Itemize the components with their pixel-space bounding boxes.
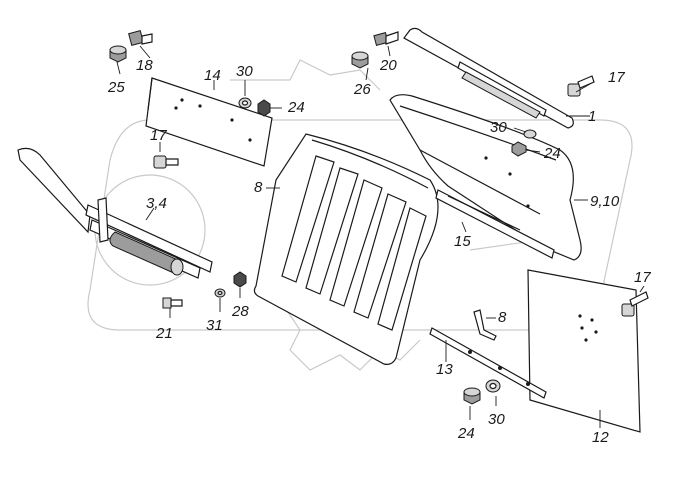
leader-lines — [116, 45, 645, 428]
callout-label: 8 — [254, 179, 263, 196]
callout-label: 26 — [353, 81, 371, 98]
bracket-3-4 — [17, 147, 213, 279]
callout-label: 9,10 — [590, 193, 620, 210]
washer-30-bottom — [485, 379, 501, 393]
washer-30-right — [523, 129, 537, 139]
bolt-20 — [373, 31, 399, 46]
lower-plate-12 — [527, 269, 641, 433]
strip-15 — [435, 189, 555, 259]
nut-24-top — [257, 99, 271, 117]
callout-label: 15 — [454, 233, 471, 250]
callout-label: 14 — [204, 67, 221, 84]
nut-28 — [233, 271, 247, 288]
bar-13 — [429, 327, 547, 399]
nut-24-right — [511, 141, 527, 157]
bolt-21 — [162, 297, 183, 309]
clip-8 — [473, 309, 497, 341]
callout-label: 24 — [457, 425, 475, 442]
nut-25 — [109, 45, 127, 63]
top-bracket-rail — [403, 27, 574, 129]
callout-label: 12 — [592, 429, 609, 446]
callout-labels: 1 3,4 8 8 9,10 12 13 14 15 17 17 17 18 2… — [107, 57, 651, 446]
callout-label: 13 — [436, 361, 453, 378]
callout-label: 18 — [136, 57, 153, 74]
fender-shell-9-10 — [389, 94, 582, 261]
bolt-17-top-right — [567, 75, 595, 97]
callout-label: 17 — [150, 127, 167, 144]
nut-24-bottom — [463, 387, 481, 405]
mounting-plate-14 — [145, 77, 273, 167]
bolt-18 — [128, 30, 153, 46]
bolt-17-left — [153, 155, 179, 169]
callout-label: 17 — [634, 269, 651, 286]
callout-label: 3,4 — [146, 195, 167, 212]
nut-26 — [351, 51, 369, 69]
callout-label: 21 — [155, 325, 173, 342]
bolt-17-bottom-right — [621, 291, 649, 317]
callout-label: 28 — [231, 303, 249, 320]
callout-label: 1 — [588, 108, 596, 125]
mud-flap-panel-8 — [253, 133, 439, 365]
washer-30-top — [238, 97, 252, 109]
callout-label: 25 — [107, 79, 125, 96]
callout-label: 17 — [608, 69, 625, 86]
callout-label: 24 — [543, 145, 561, 162]
washer-31 — [214, 288, 226, 298]
callout-label: 24 — [287, 99, 305, 116]
callout-label: 20 — [379, 57, 397, 74]
callout-label: 30 — [488, 411, 505, 428]
callout-label: 31 — [206, 317, 223, 334]
callout-label: 30 — [236, 63, 253, 80]
callout-label: 30 — [490, 119, 507, 136]
callout-label: 8 — [498, 309, 507, 326]
